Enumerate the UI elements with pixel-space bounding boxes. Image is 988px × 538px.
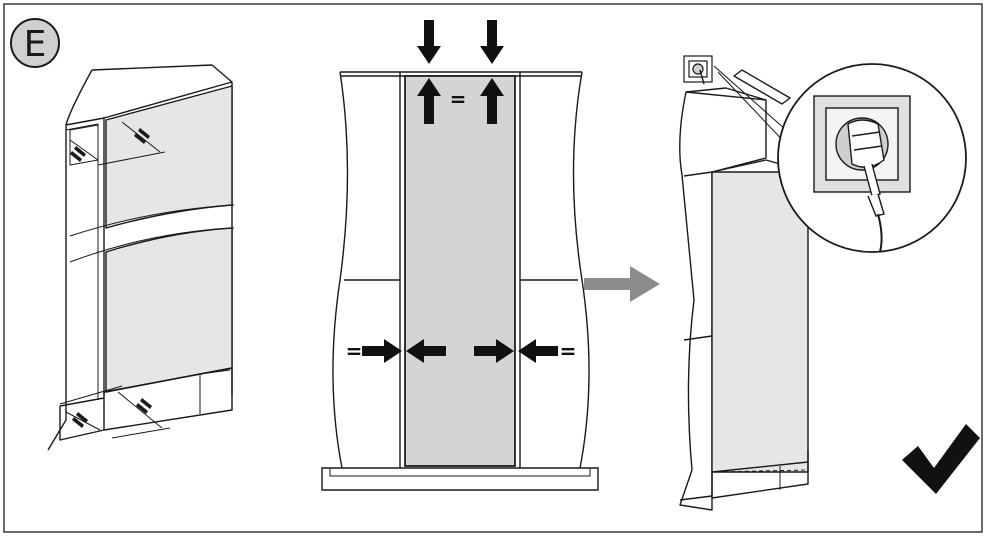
equal-sign-left: = — [346, 339, 363, 363]
cabinet-right-side — [572, 71, 590, 469]
socket-zoom-bubble — [777, 63, 967, 253]
installed-plinth — [679, 450, 809, 501]
arrow-right-left-gap — [362, 339, 402, 363]
arrow-right-grey-icon — [584, 266, 660, 302]
wall-socket-small-icon — [683, 55, 713, 85]
installed-cabinet-outline — [679, 91, 767, 511]
mounting-bracket — [733, 69, 791, 105]
center-illustration — [321, 71, 599, 491]
left-illustration — [47, 64, 235, 451]
arrow-down-left — [417, 20, 441, 64]
cabinet-left-side — [332, 71, 349, 469]
right-illustration — [679, 69, 809, 511]
arrow-down-right — [480, 20, 504, 64]
installed-appliance-door — [711, 171, 809, 473]
zoom-pointer — [713, 65, 791, 149]
arrow-left-left-gap — [406, 339, 446, 363]
plinth-box — [59, 367, 233, 441]
arrow-up-right — [480, 78, 504, 124]
gap-dimension-lower — [59, 385, 171, 439]
appliance-door-lower — [105, 227, 233, 393]
step-label: E — [24, 24, 47, 65]
equal-sign-right: = — [560, 339, 577, 363]
power-plug-icon — [847, 119, 885, 217]
arrow-right-right-gap — [474, 339, 514, 363]
base-plinth — [321, 467, 599, 491]
cabinet-outline — [47, 64, 233, 451]
checkmark-icon — [902, 424, 980, 494]
arrow-up-left — [417, 78, 441, 124]
equal-marks-left — [70, 128, 152, 428]
arrow-left-right-gap — [518, 339, 558, 363]
alignment-arrows — [362, 20, 558, 363]
power-cable — [877, 213, 883, 253]
appliance-door — [404, 75, 516, 467]
step-badge: E — [10, 18, 60, 68]
equal-sign-top: = — [450, 87, 467, 111]
